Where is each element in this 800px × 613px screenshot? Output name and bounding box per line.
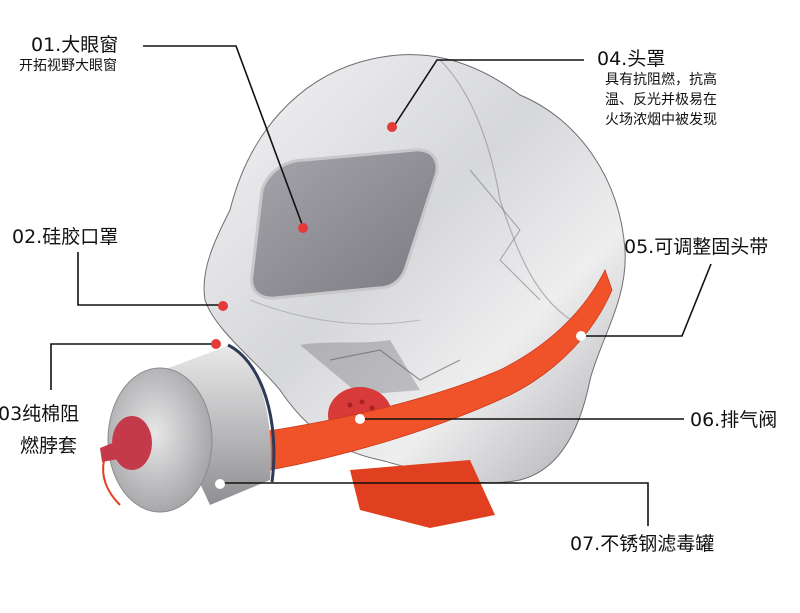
label-03-neck-seal: 03纯棉阻 燃脖套	[0, 403, 79, 457]
marker-06	[355, 414, 365, 424]
label-01-visor: 01.大眼窗 开拓视野大眼窗	[19, 34, 119, 76]
label-01-title: 01.大眼窗	[31, 34, 119, 56]
leader-line-07	[220, 482, 649, 526]
label-04-hood: 04.头罩 具有抗阻燃，抗高 温、反光并极易在 火场浓烟中被发现	[597, 48, 717, 130]
leader-lines	[50, 45, 712, 526]
label-04-title: 04.头罩	[597, 48, 666, 70]
label-02-silicone-mask: 02.硅胶口罩	[12, 226, 119, 248]
label-04-description-line-3: 火场浓烟中被发现	[605, 112, 717, 128]
head-strap	[261, 268, 613, 471]
label-05-head-strap: 05.可调整固头带	[624, 236, 769, 258]
marker-02	[218, 301, 228, 311]
leader-line-05	[586, 263, 712, 337]
leader-line-04	[393, 59, 584, 127]
label-06-exhaust-valve: 06.排气阀	[690, 409, 778, 431]
label-07-filter-canister: 07.不锈钢滤毒罐	[570, 533, 715, 555]
marker-04	[387, 122, 397, 132]
visor-window	[250, 148, 439, 300]
marker-05	[576, 331, 586, 341]
marker-07	[215, 479, 225, 489]
neck-seal	[350, 460, 495, 528]
label-01-description: 开拓视野大眼窗	[19, 58, 117, 74]
label-04-description-line-1: 具有抗阻燃，抗高	[605, 72, 717, 88]
leader-line-03	[50, 343, 215, 390]
leader-line-01	[143, 45, 304, 228]
label-03-title-line-2: 燃脖套	[20, 435, 78, 457]
marker-01	[298, 223, 308, 233]
leader-line-02	[77, 252, 222, 306]
label-03-title-line-1: 03纯棉阻	[0, 403, 80, 425]
label-04-description-line-2: 温、反光并极易在	[605, 92, 717, 108]
marker-03	[211, 339, 221, 349]
filter-canister	[100, 343, 276, 513]
